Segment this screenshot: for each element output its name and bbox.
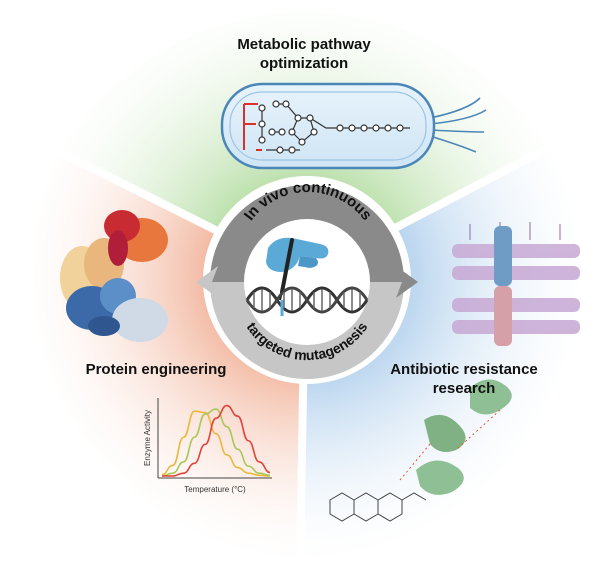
title-protein-line1: Protein engineering: [85, 361, 227, 378]
dna-helix-icon: [245, 286, 369, 316]
chart-series-3: [161, 404, 271, 477]
title-antibiotic-line2: research: [432, 380, 496, 397]
title-antibiotic: Antibiotic resistance research: [376, 360, 552, 398]
protein-structure-icon: [60, 210, 168, 342]
ring-arc-light: [210, 282, 404, 379]
pen-in-hand-icon: [266, 237, 329, 301]
chart-ylabel: Enzyme Activity: [143, 410, 152, 466]
title-metabolic-line2: optimization: [259, 55, 349, 72]
antibiotic-molecule-icon: [329, 492, 427, 522]
title-metabolic-line1: Metabolic pathway: [237, 36, 371, 53]
chart-series-1: [161, 410, 271, 477]
membrane-channel-and-drug-binding-icon: [399, 222, 580, 495]
chart-series-2: [161, 408, 271, 477]
enzyme-activity-chart: Enzyme Activity Temperature (°C): [143, 398, 272, 494]
ring-arrow-left: [196, 266, 218, 298]
title-protein: Protein engineering: [66, 360, 246, 379]
ring-arrow-right: [396, 266, 418, 298]
bacterial-cell-pathway-icon: [220, 82, 487, 170]
ring-arc-dark: [210, 185, 404, 282]
chart-xlabel: Temperature (°C): [184, 485, 246, 494]
title-metabolic: Metabolic pathway optimization: [214, 35, 394, 73]
title-antibiotic-line1: Antibiotic resistance: [390, 361, 538, 378]
center-disc: [245, 220, 369, 344]
